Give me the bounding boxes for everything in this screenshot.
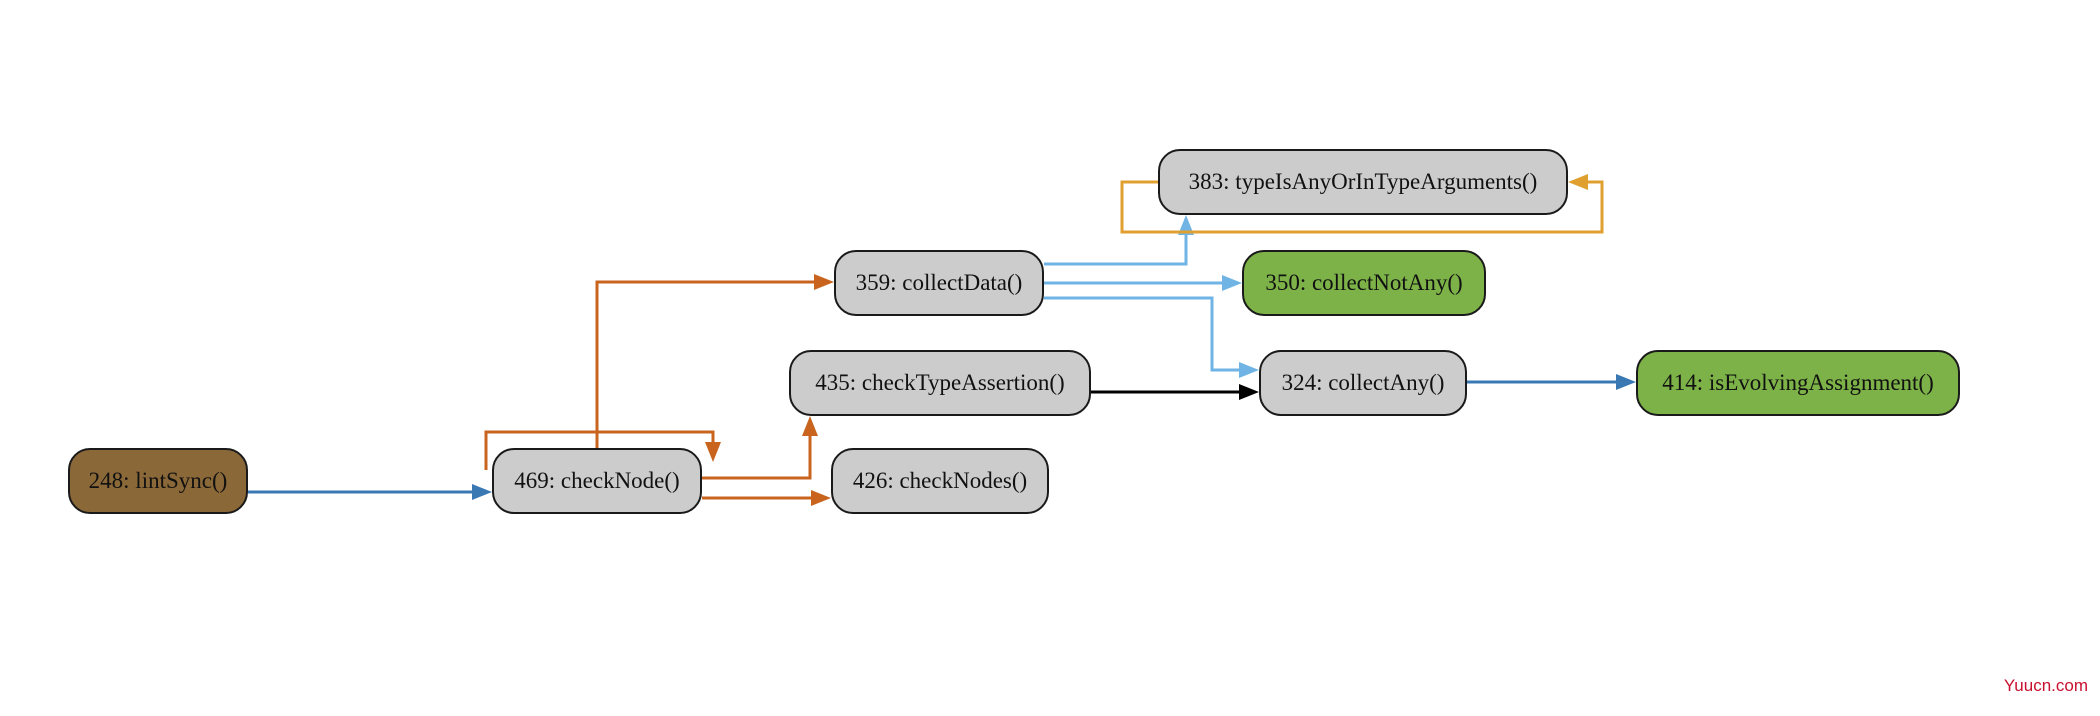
node-is-evolving-assignment[interactable]: 414: isEvolvingAssignment() (1636, 350, 1960, 416)
edge-line (1120, 180, 1604, 234)
edge-arrowhead (814, 274, 834, 290)
node-collect-any[interactable]: 324: collectAny() (1259, 350, 1467, 416)
edge-line (1044, 296, 1239, 372)
edge-arrowhead (802, 416, 818, 436)
edge-arrowhead (705, 442, 721, 462)
edge-435-to-324 (1091, 384, 1259, 400)
edge-arrowhead (1222, 275, 1242, 291)
edge-arrowhead (1568, 174, 1588, 190)
edge-383-to-383 (1120, 174, 1604, 234)
edge-248-to-469 (248, 484, 492, 500)
node-collect-data[interactable]: 359: collectData() (834, 250, 1044, 316)
edge-359-to-383 (1044, 215, 1194, 266)
node-collect-not-any[interactable]: 350: collectNotAny() (1242, 250, 1486, 316)
edge-arrowhead (1178, 215, 1194, 235)
edge-469-to-359 (595, 274, 834, 448)
edge-line (1044, 235, 1188, 266)
edge-469-to-435 (702, 416, 818, 480)
edge-arrowhead (1239, 384, 1259, 400)
edge-359-to-324 (1044, 296, 1259, 378)
watermark: Yuucn.com (2003, 676, 2088, 695)
edge-469-to-469 (484, 430, 721, 470)
node-check-nodes[interactable]: 426: checkNodes() (831, 448, 1049, 514)
edge-arrowhead (1239, 362, 1259, 378)
edge-324-to-414 (1467, 374, 1636, 390)
edge-arrowhead (472, 484, 492, 500)
edge-arrowhead (811, 490, 831, 506)
edge-469-to-426 (702, 490, 831, 506)
node-lint-sync[interactable]: 248: lintSync() (68, 448, 248, 514)
node-check-node[interactable]: 469: checkNode() (492, 448, 702, 514)
edge-line (595, 280, 814, 448)
node-check-type-assertion[interactable]: 435: checkTypeAssertion() (789, 350, 1091, 416)
edge-line (702, 436, 812, 480)
edge-359-to-350 (1044, 275, 1242, 291)
edge-arrowhead (1616, 374, 1636, 390)
edge-line (484, 430, 715, 470)
node-type-is-any-or-in-type-arguments[interactable]: 383: typeIsAnyOrInTypeArguments() (1158, 149, 1568, 215)
